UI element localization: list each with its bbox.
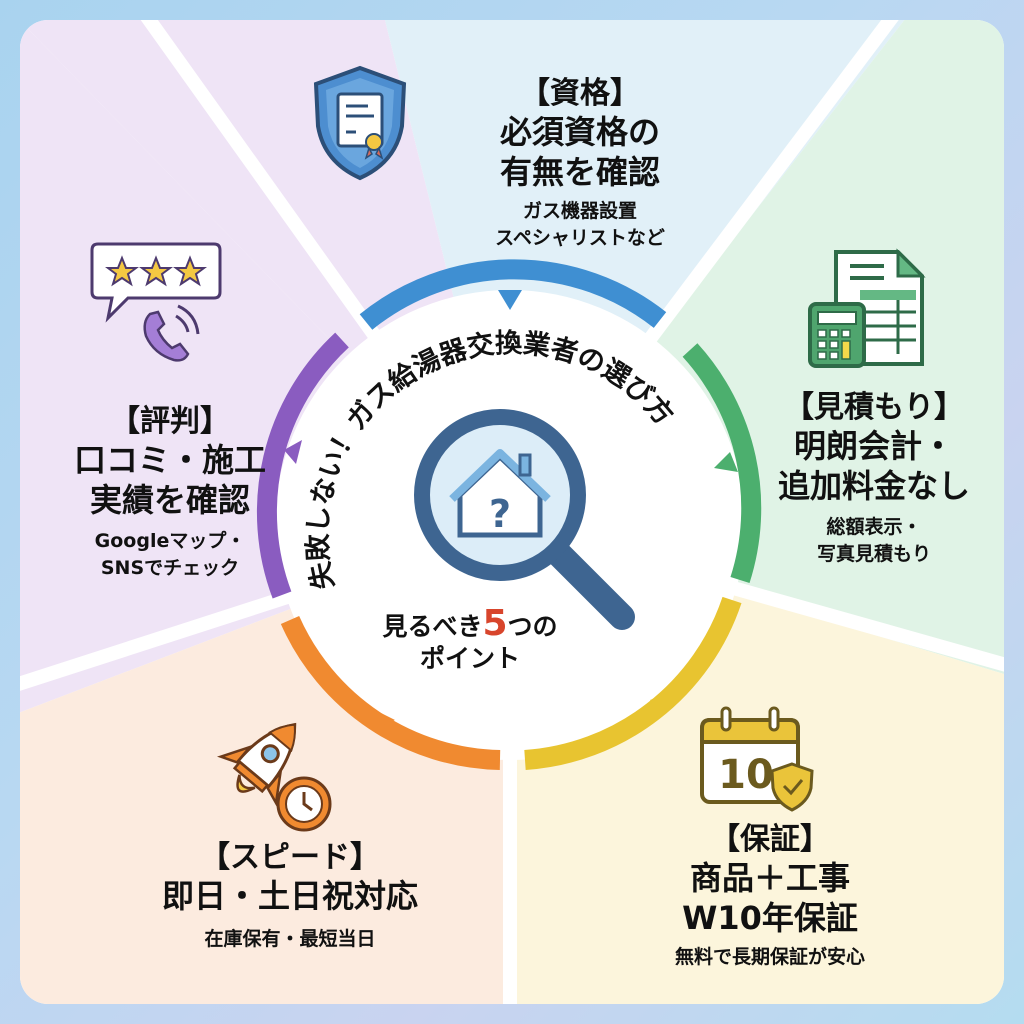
reputation-headline-1: 口コミ・施工 xyxy=(73,441,266,479)
reputation-detail-1: Googleマップ・ xyxy=(94,530,246,552)
warranty-category: 【保証】 xyxy=(710,822,830,857)
qualification-detail-2: スペシャリストなど xyxy=(495,227,665,249)
estimate-detail-2: 写真見積もり xyxy=(816,543,931,565)
speed-detail: 在庫保有・最短当日 xyxy=(204,928,376,950)
infographic-card: 失敗しない！ガス給湯器交換業者の選び方 ? 見るべき5つの ポイント 【資格】 xyxy=(20,20,1004,1004)
warranty-headline-2: W10年保証 xyxy=(682,899,858,937)
qualification-category: 【資格】 xyxy=(520,76,640,111)
reputation-category: 【評判】 xyxy=(110,404,230,439)
rocket-clock-icon xyxy=(216,722,332,832)
speed-headline: 即日・土日祝対応 xyxy=(161,877,418,915)
qualification-headline-1: 必須資格の xyxy=(499,113,660,151)
estimate-detail-1: 総額表示・ xyxy=(826,516,922,538)
warranty-headline-1: 商品＋工事 xyxy=(689,859,850,897)
calculator-document-icon xyxy=(808,248,926,368)
qualification-detail-1: ガス機器設置 xyxy=(522,200,637,222)
estimate-headline-2: 追加料金なし xyxy=(777,467,970,505)
rating-stars-phone-icon xyxy=(90,242,222,362)
calendar-10-shield-icon: 10 xyxy=(700,706,814,812)
five-number: 5 xyxy=(482,603,508,644)
qualification-headline-2: 有無を確認 xyxy=(499,153,660,191)
warranty-detail: 無料で長期保証が安心 xyxy=(674,946,865,968)
speed-category: 【スピード】 xyxy=(200,840,380,875)
estimate-headline-1: 明朗会計・ xyxy=(793,427,954,465)
magnifier-house-question-icon: ? xyxy=(414,409,635,630)
svg-text:10: 10 xyxy=(718,752,774,798)
reputation-headline-2: 実績を確認 xyxy=(89,481,250,519)
estimate-category: 【見積もり】 xyxy=(784,390,964,425)
reputation-detail-2: SNSでチェック xyxy=(100,557,240,579)
five-points-subtitle: 見るべき5つの ポイント xyxy=(382,603,558,674)
shield-certificate-icon xyxy=(313,65,407,181)
svg-text:?: ? xyxy=(489,492,511,536)
